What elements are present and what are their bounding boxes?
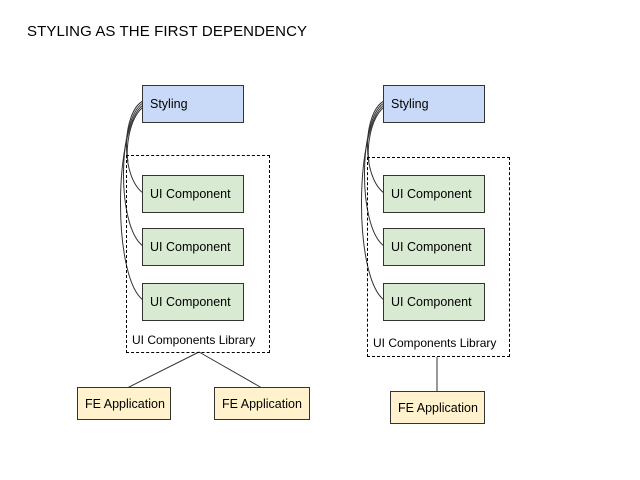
- right-connector-styling-comp3: [361, 104, 385, 301]
- left-ui-component-2: UI Component: [142, 228, 244, 266]
- right-components-library: [367, 157, 510, 357]
- left-connector-styling-comp2: [123, 102, 144, 247]
- left-connector-styling-lib: [126, 106, 144, 163]
- right-fe-application-1: FE Application: [390, 391, 485, 424]
- left-connector-lib-app2: [198, 351, 263, 389]
- left-library-label: UI Components Library: [132, 333, 256, 347]
- left-ui-component-3: UI Component: [142, 283, 244, 321]
- right-styling-box: Styling: [383, 85, 485, 123]
- left-fe-application-1: FE Application: [77, 387, 171, 420]
- left-styling-box: Styling: [142, 85, 244, 123]
- left-ui-component-1: UI Component: [142, 175, 244, 213]
- diagram-title: STYLING AS THE FIRST DEPENDENCY: [27, 23, 308, 40]
- right-library-label: UI Components Library: [373, 336, 497, 350]
- right-connector-styling-comp1: [367, 100, 385, 194]
- left-connector-lib-app1: [126, 351, 200, 389]
- left-fe-application-2: FE Application: [214, 387, 310, 420]
- right-connector-styling-comp2: [364, 102, 385, 247]
- right-ui-component-1: UI Component: [383, 175, 485, 213]
- left-connector-styling-comp3: [120, 104, 144, 301]
- right-ui-component-3: UI Component: [383, 283, 485, 321]
- left-connector-styling-comp1: [126, 100, 144, 194]
- right-connector-styling-lib: [367, 106, 385, 163]
- right-ui-component-2: UI Component: [383, 228, 485, 266]
- left-components-library: [126, 155, 270, 353]
